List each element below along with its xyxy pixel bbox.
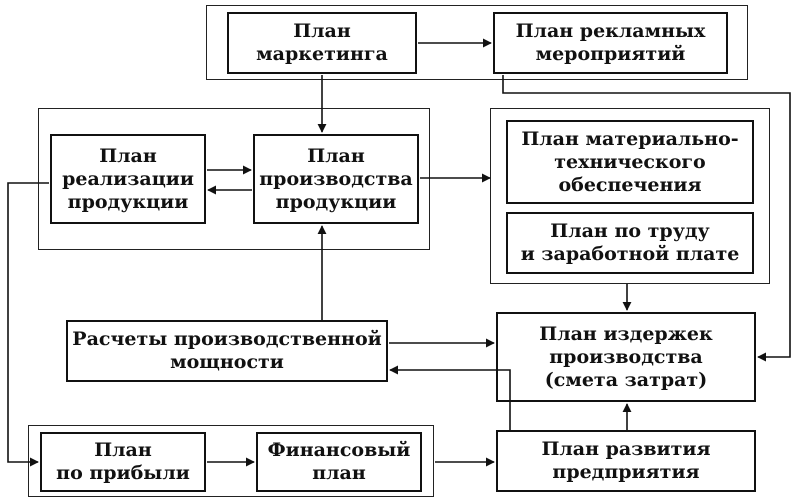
arrow-advertising-to-costs: [502, 75, 791, 362]
arrow-development-to-capacity: [389, 365, 511, 430]
group-frame-resources: [490, 108, 770, 284]
group-frame-sales-production: [38, 108, 430, 250]
group-frame-finance: [28, 425, 434, 497]
arrow-sales-to-profit: [7, 182, 49, 467]
group-frame-marketing: [206, 5, 748, 80]
